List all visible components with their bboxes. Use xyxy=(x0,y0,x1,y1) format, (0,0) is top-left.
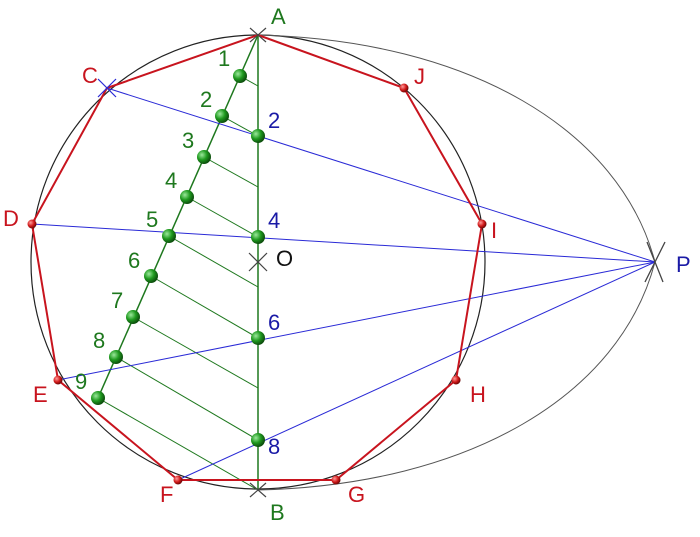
axis-label-8: 8 xyxy=(268,434,280,459)
division-line xyxy=(97,34,259,399)
division-label-5: 5 xyxy=(146,207,158,232)
division-dots xyxy=(91,69,247,405)
division-label-7: 7 xyxy=(111,288,123,313)
label-g: G xyxy=(348,482,365,507)
point-p-mark xyxy=(644,241,666,283)
axis-label-2: 2 xyxy=(268,108,280,133)
axis-dots xyxy=(251,129,265,447)
label-f: F xyxy=(160,482,173,507)
point-b-mark xyxy=(249,482,267,498)
label-j: J xyxy=(414,64,425,89)
label-a: A xyxy=(271,4,286,29)
division-label-2: 2 xyxy=(200,87,212,112)
division-label-1: 1 xyxy=(218,46,230,71)
vertex-dots xyxy=(27,83,487,485)
axis-label-6: 6 xyxy=(268,310,280,335)
division-label-4: 4 xyxy=(165,168,177,193)
axis-label-4: 4 xyxy=(268,208,280,233)
arc-a-to-p xyxy=(257,34,656,263)
label-h: H xyxy=(470,382,486,407)
decagon xyxy=(30,33,484,481)
label-c: C xyxy=(82,63,98,88)
label-d: D xyxy=(3,206,19,231)
label-b: B xyxy=(270,500,285,525)
division-label-6: 6 xyxy=(128,248,140,273)
point-c-mark xyxy=(97,78,117,98)
division-label-8: 8 xyxy=(93,328,105,353)
arc-b-to-p xyxy=(257,261,656,491)
label-p: P xyxy=(676,252,691,277)
center-o-mark xyxy=(248,252,268,272)
label-e: E xyxy=(33,382,48,407)
projection-lines xyxy=(31,87,656,481)
division-label-9: 9 xyxy=(75,369,87,394)
label-o: O xyxy=(276,246,293,271)
division-label-3: 3 xyxy=(182,128,194,153)
label-i: I xyxy=(491,218,497,243)
parallel-lines xyxy=(97,75,259,491)
point-a-mark xyxy=(249,27,267,43)
